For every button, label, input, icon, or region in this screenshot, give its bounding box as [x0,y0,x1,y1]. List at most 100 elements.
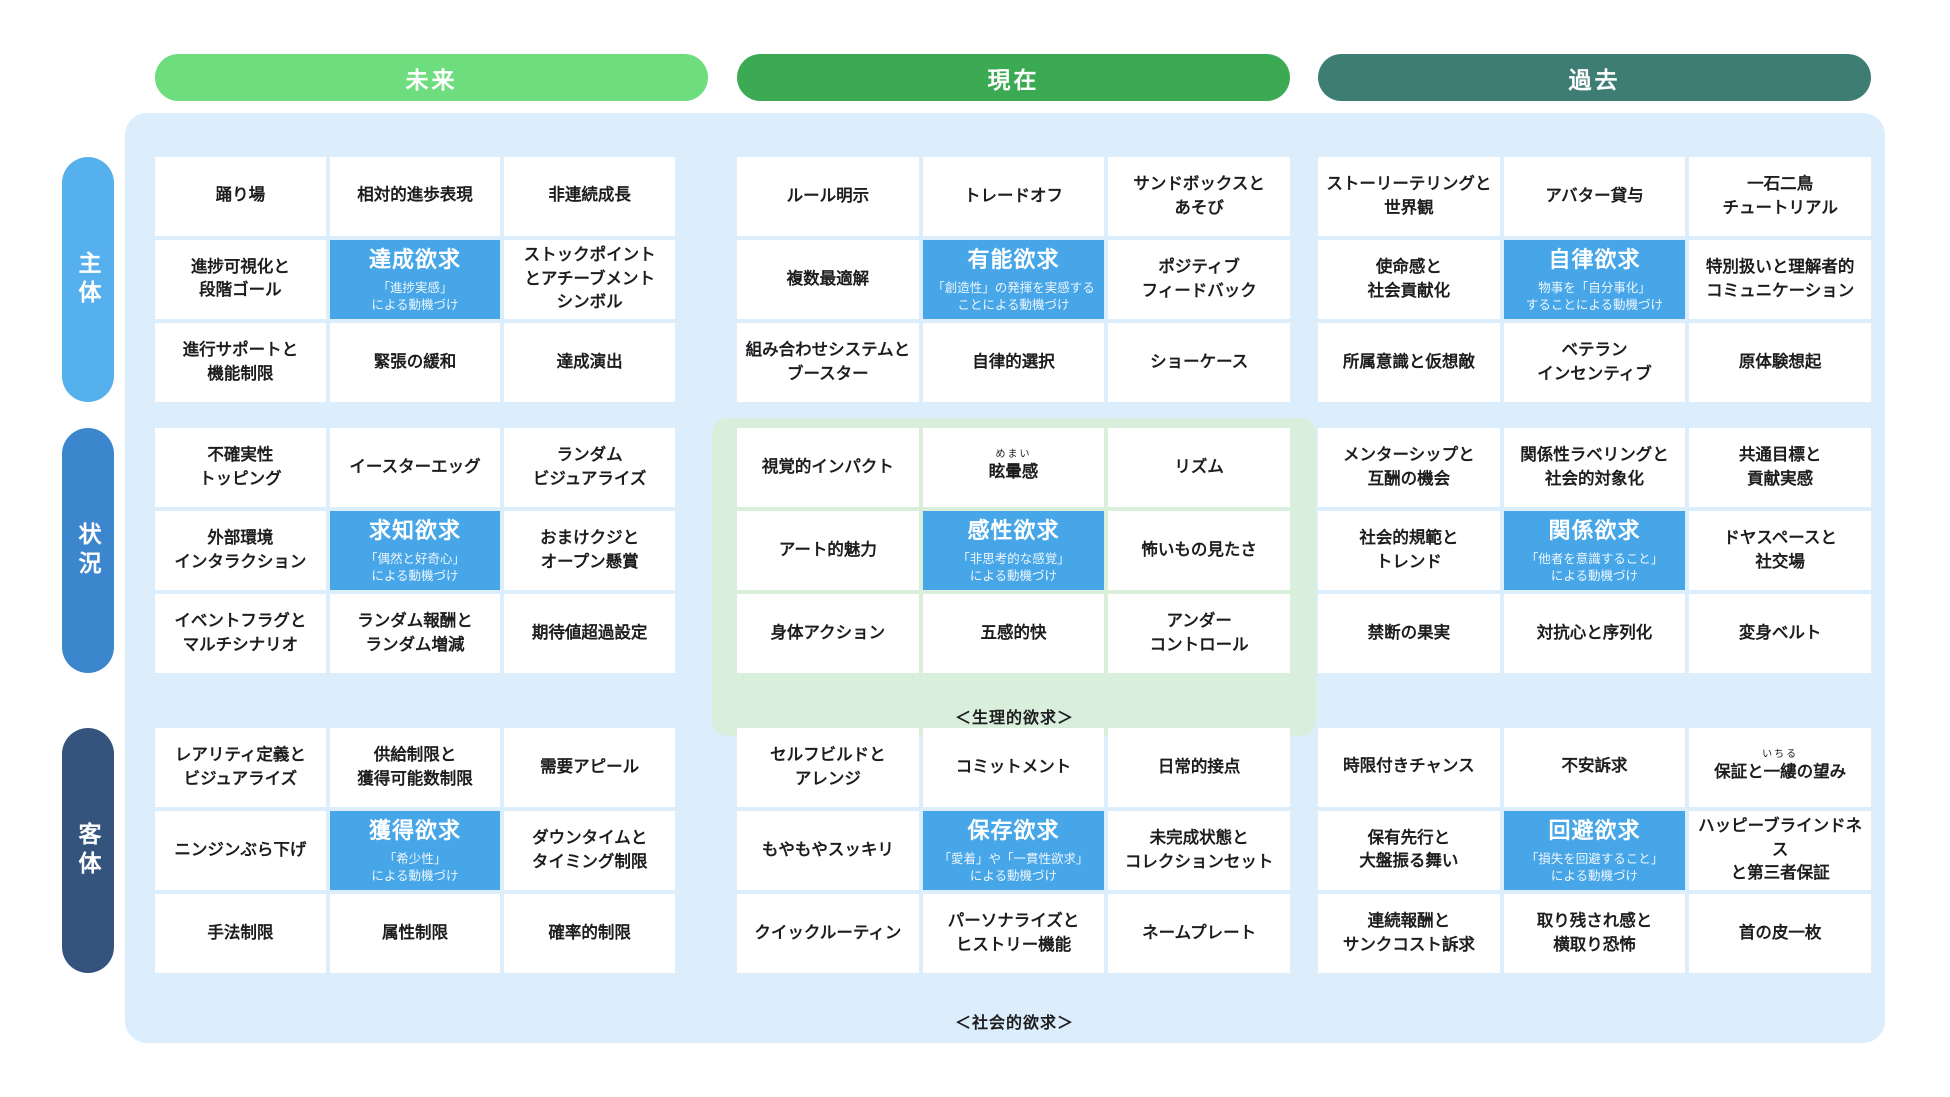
matrix-cell[interactable]: 視覚的インパクト [737,428,919,507]
column-header-past[interactable]: 過去 [1318,54,1871,101]
matrix-cell[interactable]: 禁断の果実 [1318,594,1500,673]
matrix-cell[interactable]: 取り残され感と横取り恐怖 [1503,894,1686,973]
cell-line: イースターエッグ [349,457,481,476]
matrix-cell[interactable]: 時限付きチャンス [1318,728,1500,807]
matrix-cell[interactable]: 日常的接点 [1108,728,1290,807]
matrix-cell-motive[interactable]: 獲得欲求「希少性」による動機づけ [329,811,501,890]
matrix-cell[interactable]: 進捗可視化と段階ゴール [155,239,326,320]
column-header-present[interactable]: 現在 [737,54,1290,101]
matrix-cell[interactable]: 期待値超過設定 [504,594,675,673]
matrix-cell[interactable]: ベテランインセンティブ [1503,323,1686,402]
matrix-cell-motive[interactable]: 回避欲求「損失を回避すること」による動機づけ [1503,810,1686,891]
matrix-cell[interactable]: リズム [1108,428,1290,507]
ruby-text: めまい眩暈感 [988,449,1039,482]
cell-line: 社会的規範と [1359,528,1459,547]
matrix-cell[interactable]: もやもやスッキリ [737,811,919,890]
matrix-cell[interactable]: アート的魅力 [737,511,919,590]
matrix-cell[interactable]: 怖いもの見たさ [1108,511,1290,590]
matrix-cell[interactable]: 対抗心と序列化 [1503,594,1686,673]
cell-line: 需要アピール [540,757,640,776]
matrix-cell[interactable]: 属性制限 [329,894,501,973]
matrix-cell[interactable]: めまい眩暈感 [922,428,1105,507]
matrix-cell[interactable]: ダウンタイムとタイミング制限 [504,811,675,890]
matrix-cell[interactable]: 保有先行と大盤振る舞い [1318,810,1500,891]
matrix-cell[interactable]: 未完成状態とコレクションセット [1108,811,1290,890]
matrix-cell[interactable]: コミットメント [922,728,1105,807]
matrix-cell[interactable]: イースターエッグ [329,428,501,507]
matrix-cell[interactable]: 需要アピール [504,728,675,807]
matrix-cell[interactable]: パーソナライズとヒストリー機能 [922,894,1105,973]
matrix-cell[interactable]: イベントフラグとマルチシナリオ [155,594,326,673]
matrix-cell[interactable]: 非連続成長 [504,157,675,236]
matrix-cell[interactable]: クイックルーティン [737,894,919,973]
matrix-cell[interactable]: 外部環境インタラクション [155,511,326,590]
matrix-cell[interactable]: 変身ベルト [1689,594,1871,673]
matrix-cell[interactable]: 特別扱いと理解者的コミュニケーション [1689,240,1871,319]
matrix-cell[interactable]: ハッピーブラインドネスと第三者保証 [1689,810,1871,891]
matrix-cell[interactable]: 首の皮一枚 [1689,894,1871,973]
matrix-cell-motive[interactable]: 達成欲求「進捗実感」による動機づけ [329,239,501,320]
matrix-cell[interactable]: ルール明示 [737,157,919,236]
matrix-cell[interactable]: 不安訴求 [1503,728,1686,807]
matrix-cell[interactable]: 原体験想起 [1689,323,1871,402]
matrix-cell-motive[interactable]: 自律欲求物事を「自分事化」することによる動機づけ [1503,240,1686,319]
matrix-cell[interactable]: 複数最適解 [737,240,919,319]
matrix-cell[interactable]: アバター貸与 [1503,157,1686,236]
matrix-cell[interactable]: 自律的選択 [922,323,1105,402]
motive-title: 達成欲求 [368,247,461,273]
matrix-cell[interactable]: 進行サポートと機能制限 [155,323,326,402]
matrix-cell[interactable]: 使命感と社会貢献化 [1318,240,1500,319]
cell-line: 段階ゴール [199,281,282,300]
matrix-cell[interactable]: ネームプレート [1108,894,1290,973]
motive-subtitle: 「損失を回避すること」による動機づけ [1525,851,1664,884]
row-header-subject[interactable]: 主体 [62,157,114,402]
cell-line: 使命感と [1375,257,1442,276]
matrix-cell[interactable]: ドヤスペースと社交場 [1689,511,1871,590]
matrix-cell[interactable]: 五感的快 [922,594,1105,673]
matrix-cell[interactable]: 共通目標と貢献実感 [1689,428,1871,507]
matrix-cell[interactable]: ランダム報酬とランダム増減 [329,594,501,673]
matrix-cell[interactable]: 社会的規範とトレンド [1318,511,1500,590]
matrix-cell-motive[interactable]: 有能欲求「創造性」の発揮を実感することによる動機づけ [922,240,1105,319]
matrix-cell-motive[interactable]: 感性欲求「非思考的な感覚」による動機づけ [922,511,1105,590]
cell-line: ポジティブ [1158,257,1240,276]
matrix-cell-motive[interactable]: 保存欲求「愛着」や「一貫性欲求」による動機づけ [922,811,1105,890]
matrix-cell[interactable]: 供給制限と獲得可能数制限 [329,728,501,807]
matrix-cell[interactable]: ストーリーテリングと世界観 [1318,157,1500,236]
row-header-object[interactable]: 客体 [62,728,114,973]
matrix-cell[interactable]: レアリティ定義とビジュアライズ [155,728,326,807]
column-header-future[interactable]: 未来 [155,54,708,101]
matrix-cell[interactable]: トレードオフ [922,157,1105,236]
matrix-cell[interactable]: ストックポイントとアチーブメントシンボル [504,239,675,320]
matrix-cell[interactable]: 連続報酬とサンクコスト訴求 [1318,894,1500,973]
matrix-cell[interactable]: 関係性ラベリングと社会的対象化 [1503,428,1686,507]
cell-line: 属性制限 [381,923,448,942]
matrix-cell-motive[interactable]: 求知欲求「偶然と好奇心」による動機づけ [329,511,501,590]
cell-line: タイミング制限 [531,852,648,871]
matrix-cell[interactable]: セルフビルドとアレンジ [737,728,919,807]
matrix-cell[interactable]: 身体アクション [737,594,919,673]
cell-line: ルール明示 [786,186,870,205]
matrix-cell[interactable]: 緊張の緩和 [329,323,501,402]
matrix-cell[interactable]: ランダムビジュアライズ [504,428,675,507]
matrix-cell[interactable]: 不確実性トッピング [155,428,326,507]
matrix-cell[interactable]: 一石二鳥チュートリアル [1689,157,1871,236]
matrix-cell[interactable]: 組み合わせシステムとブースター [737,323,919,402]
matrix-cell[interactable]: 確率的制限 [504,894,675,973]
matrix-cell[interactable]: 達成演出 [504,323,675,402]
matrix-cell[interactable]: 所属意識と仮想敵 [1318,323,1500,402]
matrix-cell-motive[interactable]: 関係欲求「他者を意識すること」による動機づけ [1503,511,1686,590]
matrix-cell[interactable]: 踊り場 [155,157,326,236]
matrix-cell[interactable]: サンドボックスとあそび [1108,157,1290,236]
matrix-cell[interactable]: メンターシップと互酬の機会 [1318,428,1500,507]
matrix-cell[interactable]: ニンジンぶら下げ [155,811,326,890]
matrix-cell[interactable]: おまけクジとオープン懸賞 [504,511,675,590]
row-header-situation[interactable]: 状況 [62,428,114,673]
matrix-cell[interactable]: いちる保証と一縷の望み [1689,728,1871,807]
cell-line: インセンティブ [1537,364,1652,383]
matrix-cell[interactable]: ショーケース [1108,323,1290,402]
matrix-cell[interactable]: アンダーコントロール [1108,594,1290,673]
matrix-cell[interactable]: 手法制限 [155,894,326,973]
matrix-cell[interactable]: 相対的進歩表現 [329,157,501,236]
matrix-cell[interactable]: ポジティブフィードバック [1108,240,1290,319]
